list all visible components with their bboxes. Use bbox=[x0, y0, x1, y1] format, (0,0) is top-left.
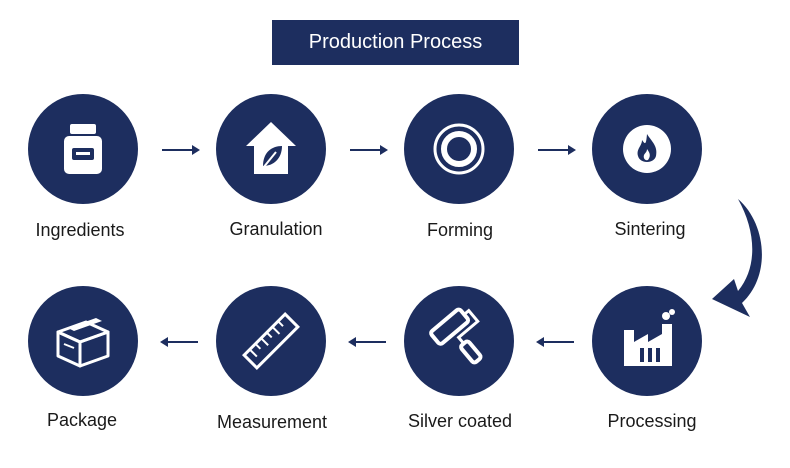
ring-icon bbox=[433, 123, 485, 175]
box-icon bbox=[56, 318, 110, 368]
step-silver-coated bbox=[404, 286, 514, 396]
step-granulation bbox=[216, 94, 326, 204]
step-processing bbox=[592, 286, 702, 396]
step-label-package: Package bbox=[46, 410, 118, 430]
step-ingredients bbox=[28, 94, 138, 204]
step-label-sintering: Sintering bbox=[614, 219, 686, 239]
house-leaf-icon bbox=[246, 122, 296, 174]
step-sintering bbox=[592, 94, 702, 204]
jar-icon bbox=[64, 124, 102, 174]
step-label-granulation: Granulation bbox=[229, 219, 323, 239]
step-label-measurement: Measurement bbox=[216, 412, 328, 432]
step-measurement bbox=[216, 286, 326, 396]
factory-icon bbox=[624, 309, 675, 366]
arrow-left-icon bbox=[348, 332, 388, 352]
step-forming bbox=[404, 94, 514, 204]
step-label-processing: Processing bbox=[607, 411, 697, 431]
arrow-left-icon bbox=[160, 332, 200, 352]
arrow-right-icon bbox=[348, 140, 388, 160]
arrow-right-icon bbox=[536, 140, 576, 160]
paint-roller-icon bbox=[429, 307, 483, 365]
arrow-right-icon bbox=[160, 140, 200, 160]
page-title: Production Process bbox=[272, 20, 519, 65]
curved-arrow-icon bbox=[700, 195, 780, 340]
flame-icon bbox=[623, 125, 671, 173]
step-package bbox=[28, 286, 138, 396]
step-label-ingredients: Ingredients bbox=[35, 220, 125, 240]
ruler-icon bbox=[242, 312, 300, 370]
arrow-left-icon bbox=[536, 332, 576, 352]
step-label-forming: Forming bbox=[426, 220, 493, 240]
step-label-silver-coated: Silver coated bbox=[407, 411, 513, 431]
